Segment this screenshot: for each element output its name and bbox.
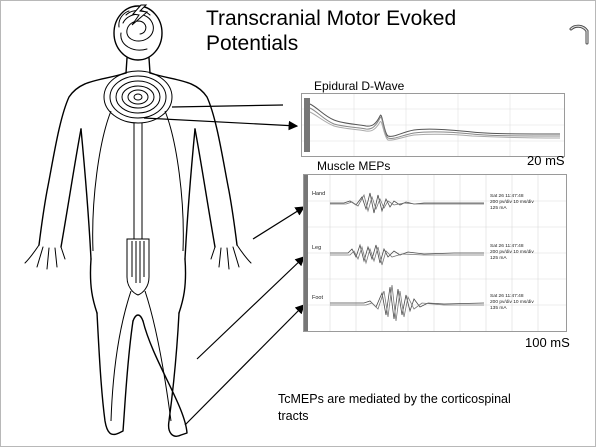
mep-traces: Hand Sat 26 11:47:48 200 pv/div 10 ms/di… [304, 175, 566, 331]
mep-stamp-time: Sat 26 11:47:48 [490, 293, 524, 299]
dwave-trace [302, 94, 564, 156]
mep-stamp-filter: 200 pv/div 10 ms/div [490, 249, 534, 255]
mep-label: Muscle MEPs [317, 159, 390, 173]
mep-channel-label: Foot [312, 295, 323, 301]
mep-stamp-current: 135 mA [490, 305, 507, 311]
dwave-label: Epidural D-Wave [314, 79, 404, 93]
dwave-panel [301, 93, 565, 157]
arrow-hand [253, 207, 304, 239]
mep-stamp-current: 125 mA [490, 255, 507, 261]
arrow-leg [197, 257, 304, 359]
arrow-cervical-line [172, 105, 283, 107]
arrow-dwave [144, 118, 297, 126]
refresh-arc-icon [567, 23, 591, 47]
mep-stamp-time: Sat 26 11:47:48 [490, 193, 524, 199]
mep-scale: 100 mS [525, 335, 570, 350]
dwave-scale: 20 mS [527, 153, 565, 168]
mep-channel-label: Hand [312, 191, 325, 197]
mep-stamp-filter: 200 pv/div 10 ms/div [490, 199, 534, 205]
slide-title: Transcranial Motor Evoked Potentials [206, 6, 536, 56]
caption: TcMEPs are mediated by the corticospinal… [278, 391, 528, 425]
mep-stamp-current: 125 mA [490, 205, 507, 211]
mep-panel: Hand Sat 26 11:47:48 200 pv/div 10 ms/di… [303, 174, 567, 332]
mep-stamp-time: Sat 26 11:47:48 [490, 243, 524, 249]
mep-channel-label: Leg [312, 245, 321, 251]
mep-stamp-filter: 200 pv/div 10 ms/div [490, 299, 534, 305]
